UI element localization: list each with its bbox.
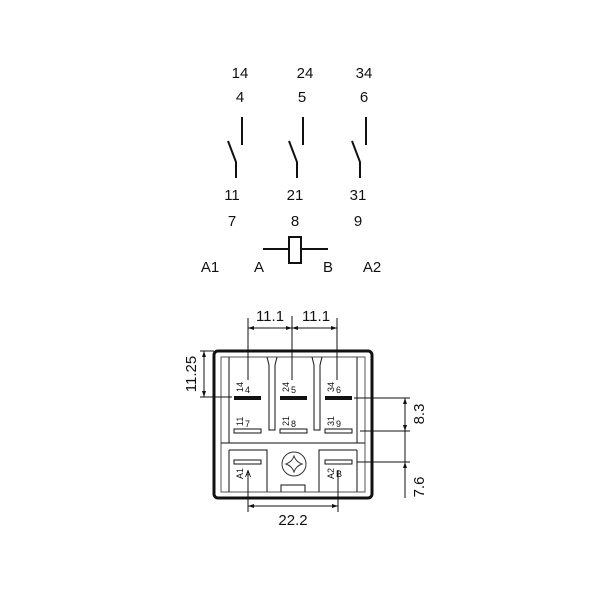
- coil-symbol: [263, 236, 328, 264]
- coil-label: A: [254, 259, 264, 276]
- svg-text:4: 4: [245, 385, 250, 395]
- terminal-label: 14: [232, 65, 249, 82]
- dimension-pitch-left: 11.1: [256, 308, 284, 325]
- dimension-coil-offset: 7.6: [411, 477, 428, 498]
- socket-base: 14 4 24 5 34 6 11 7 21 8 31 9 A1 A A2 B: [212, 349, 374, 500]
- svg-text:9: 9: [336, 419, 341, 429]
- svg-text:11: 11: [235, 417, 245, 426]
- svg-text:8: 8: [291, 419, 296, 429]
- terminal-label: 11: [224, 187, 240, 204]
- dimension-pitch-right: 11.1: [302, 308, 330, 325]
- svg-text:A1: A1: [235, 468, 245, 479]
- svg-text:14: 14: [235, 382, 245, 392]
- svg-text:21: 21: [281, 416, 291, 426]
- svg-text:5: 5: [291, 385, 296, 395]
- contact-schematic: 14 24 34 4 5 6 11 21 31 7 8 9 A1 A B A2: [201, 65, 381, 276]
- pin-label: 6: [360, 89, 368, 106]
- pin-label: 9: [354, 213, 362, 230]
- svg-text:A2: A2: [326, 468, 336, 479]
- coil-label: A2: [363, 259, 381, 276]
- coil-label: B: [323, 259, 333, 276]
- terminal-label: 31: [350, 187, 367, 204]
- pin-label: 4: [236, 89, 244, 106]
- svg-text:6: 6: [336, 385, 341, 395]
- dimension-lines: [200, 316, 410, 512]
- pin-label: 7: [228, 213, 236, 230]
- terminal-label: 21: [287, 187, 304, 204]
- svg-text:7: 7: [245, 419, 250, 429]
- terminal-label: 34: [356, 65, 373, 82]
- dimension-top-offset: 11.25: [183, 356, 200, 392]
- pin-label: 8: [291, 213, 299, 230]
- svg-text:31: 31: [326, 416, 336, 426]
- pin-label: 5: [298, 89, 306, 106]
- dimension-arrows: [202, 326, 407, 508]
- screw-icon: [281, 451, 307, 477]
- terminal-label: 24: [297, 65, 314, 82]
- dimension-row-spacing: 8.3: [411, 404, 428, 425]
- svg-text:B: B: [336, 469, 342, 479]
- dimension-coil-spacing: 22.2: [278, 512, 307, 529]
- svg-text:34: 34: [326, 382, 336, 392]
- svg-text:24: 24: [281, 382, 291, 392]
- coil-label: A1: [201, 259, 219, 276]
- switch-contacts: [227, 117, 367, 178]
